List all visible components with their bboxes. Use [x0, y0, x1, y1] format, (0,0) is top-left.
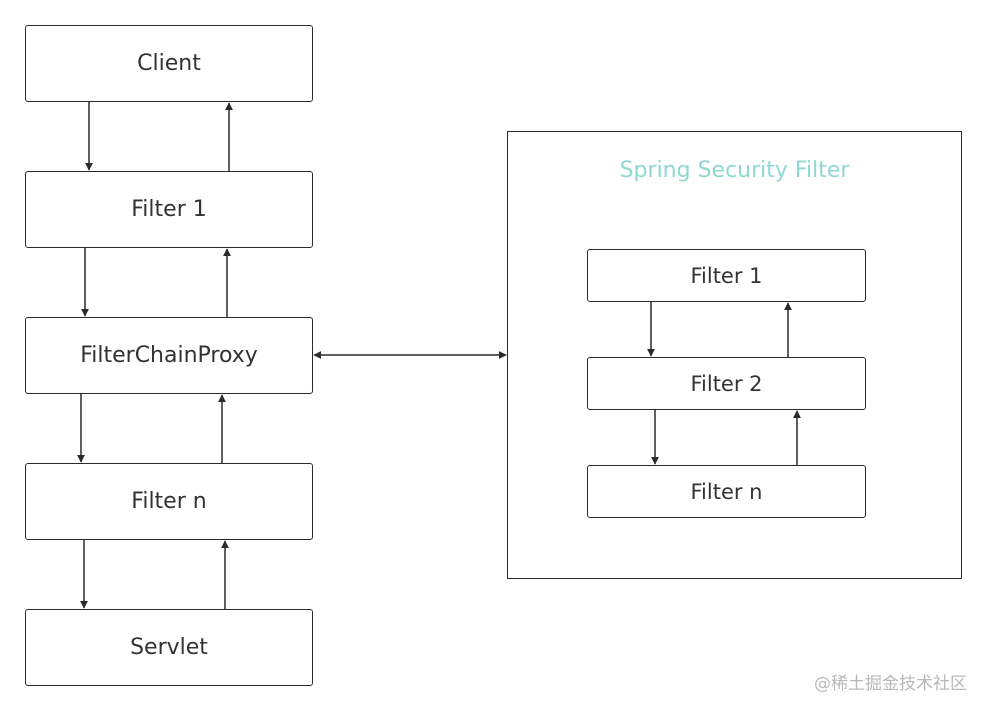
node-filter-n: Filter n	[25, 463, 313, 540]
security-node-filter-1-label: Filter 1	[690, 263, 763, 288]
security-node-filter-2: Filter 2	[587, 357, 866, 410]
group-title: Spring Security Filter	[619, 158, 850, 183]
watermark: @稀土掘金技术社区	[814, 674, 967, 694]
security-node-filter-n: Filter n	[587, 465, 866, 518]
node-servlet-label: Servlet	[130, 635, 208, 660]
security-node-filter-2-label: Filter 2	[690, 371, 763, 396]
security-node-filter-n-label: Filter n	[690, 479, 763, 504]
node-filter-1-label: Filter 1	[131, 197, 207, 222]
node-servlet: Servlet	[25, 609, 313, 686]
node-filter-chain-proxy-label: FilterChainProxy	[80, 343, 258, 368]
security-node-filter-1: Filter 1	[587, 249, 866, 302]
node-client-label: Client	[137, 51, 201, 76]
node-filter-1: Filter 1	[25, 171, 313, 248]
node-filter-n-label: Filter n	[131, 489, 207, 514]
spring-security-filter-group	[507, 131, 962, 579]
node-client: Client	[25, 25, 313, 102]
node-filter-chain-proxy: FilterChainProxy	[25, 317, 313, 394]
